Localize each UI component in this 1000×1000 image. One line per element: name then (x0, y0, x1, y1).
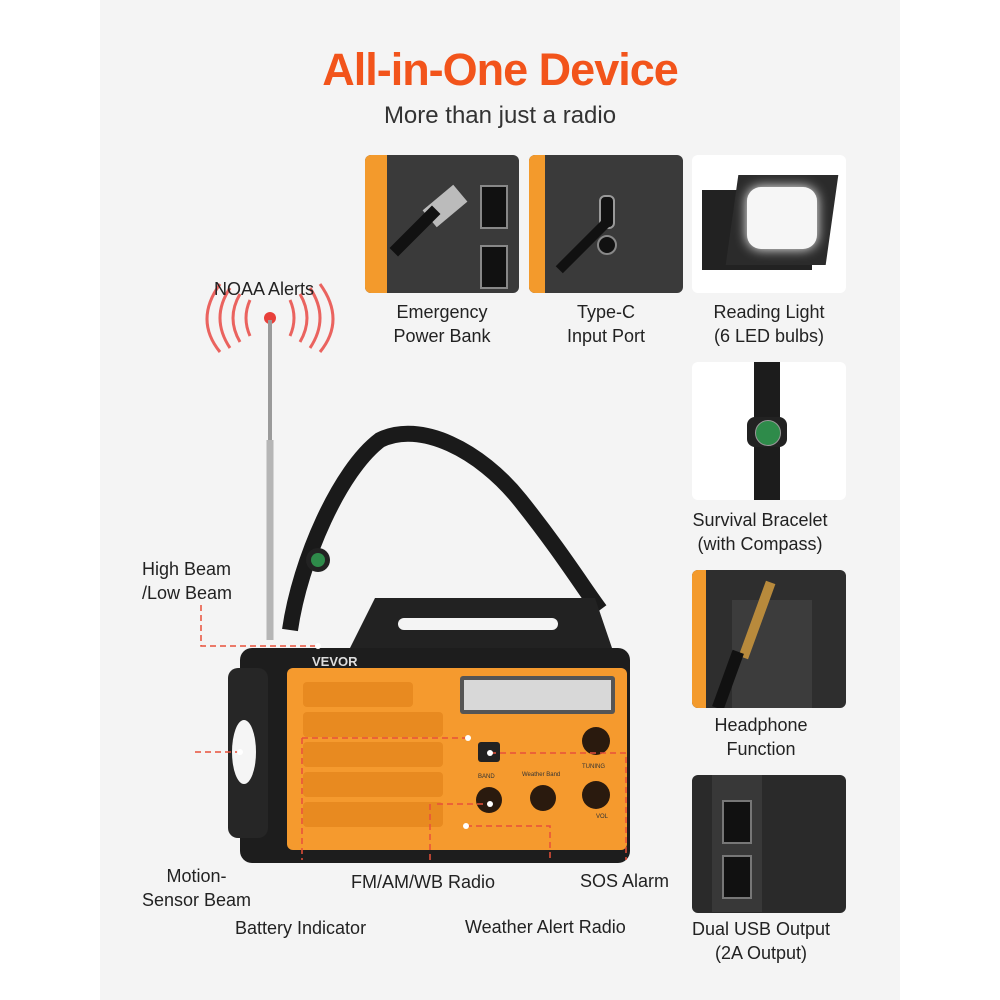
callout-noaa-alerts: NOAA Alerts (214, 279, 315, 299)
band-label: BAND (478, 774, 495, 780)
callout-battery-indicator: Battery Indicator (235, 918, 367, 938)
feature-label-bracelet: Survival Bracelet(with Compass) (692, 510, 828, 554)
brand-logo: VEVOR (312, 654, 358, 669)
callout-weather-alert-radio: Weather Alert Radio (465, 917, 626, 937)
page-title: All-in-One Device (322, 44, 679, 95)
tuning-label: TUNING (582, 764, 605, 770)
vol-label: VOL (596, 814, 609, 820)
noaa-signal-icon (205, 283, 335, 353)
dual-usb-image (692, 775, 846, 913)
callout-high-low-beam: High Beam/Low Beam (142, 559, 233, 603)
callout-fm-am-wb-radio: FM/AM/WB Radio (351, 872, 496, 892)
callout-sos-alarm: SOS Alarm (580, 871, 670, 891)
page-subtitle: More than just a radio (383, 102, 617, 129)
survival-bracelet-image (692, 362, 846, 500)
weather-band-label: Weather Band (522, 772, 560, 778)
reading-light-image (692, 155, 846, 293)
feature-label-dual-usb: Dual USB Output(2A Output) (691, 919, 831, 963)
power-bank-image (365, 155, 519, 293)
callout-motion-sensor-beam: Motion-Sensor Beam (142, 866, 252, 910)
headphone-image (692, 570, 846, 708)
feature-label-reading-light: Reading Light(6 LED bulbs) (713, 302, 825, 346)
type-c-port-image (529, 155, 683, 293)
